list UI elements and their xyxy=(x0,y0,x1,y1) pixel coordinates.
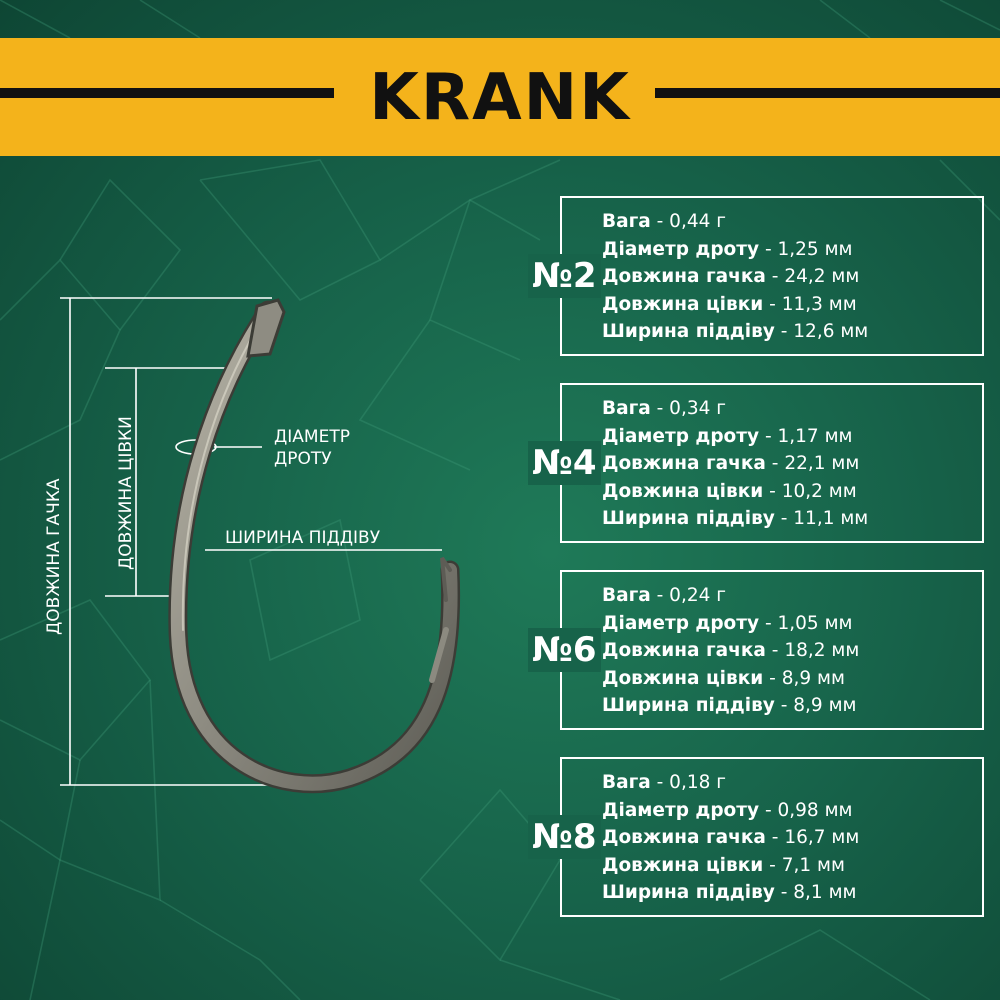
spec-row-hook-length: Довжина гачка - 22,1 мм xyxy=(602,453,860,474)
spec-label: Довжина цівки xyxy=(602,293,764,315)
spec-box-size-2: №2 Вага - 0,44 г Діаметр дроту - 1,25 мм… xyxy=(528,196,984,356)
spec-value: 0,44 г xyxy=(669,211,726,232)
spec-label: Діаметр дроту xyxy=(602,238,760,260)
shank-length-label: ДОВЖИНА ЦІВКИ xyxy=(116,416,136,570)
spec-row-shank-length: Довжина цівки - 7,1 мм xyxy=(602,854,845,876)
spec-value: 8,9 мм xyxy=(793,695,857,716)
banner-line-right xyxy=(655,88,1000,98)
spec-row-hook-length: Довжина гачка - 24,2 мм xyxy=(602,266,860,287)
hook-size-number: №4 xyxy=(528,441,601,485)
spec-label: Ширина піддіву xyxy=(602,882,775,903)
spec-row-gape-width: Ширина піддіву - 11,1 мм xyxy=(602,508,869,529)
spec-row-weight: Вага - 0,24 г xyxy=(602,585,726,606)
spec-value: 11,3 мм xyxy=(781,293,857,315)
spec-value: 1,25 мм xyxy=(777,238,853,260)
banner-line-left xyxy=(0,88,334,98)
spec-box-size-4: №4 Вага - 0,34 г Діаметр дроту - 1,17 мм… xyxy=(528,383,984,543)
spec-label: Довжина цівки xyxy=(602,480,764,502)
spec-box-size-8: №8 Вага - 0,18 г Діаметр дроту - 0,98 мм… xyxy=(528,757,984,917)
hook-size-number: №6 xyxy=(528,628,601,672)
spec-value: 8,1 мм xyxy=(793,882,857,903)
brand-title: KRANK xyxy=(369,61,631,135)
measurement-lines xyxy=(60,297,442,786)
hook-length-label: ДОВЖИНА ГАЧКА xyxy=(44,478,64,635)
wire-diameter-label-line2: ДРОТУ xyxy=(274,449,332,469)
spec-label: Довжина цівки xyxy=(602,667,764,689)
spec-row-wire-diameter: Діаметр дроту - 1,05 мм xyxy=(602,612,853,634)
spec-row-gape-width: Ширина піддіву - 8,1 мм xyxy=(602,882,857,903)
spec-row-gape-width: Ширина піддіву - 12,6 мм xyxy=(602,321,869,342)
spec-label: Вага xyxy=(602,772,651,793)
spec-label: Довжина гачка xyxy=(602,827,766,848)
spec-value: 0,98 мм xyxy=(777,799,853,821)
spec-value: 0,18 г xyxy=(669,772,726,793)
spec-value: 8,9 мм xyxy=(781,667,845,689)
gape-width-label: ШИРИНА ПІДДІВУ xyxy=(225,528,381,548)
spec-rows: Вага - 0,34 г Діаметр дроту - 1,17 мм До… xyxy=(602,395,868,533)
spec-row-hook-length: Довжина гачка - 16,7 мм xyxy=(602,827,860,848)
spec-label: Діаметр дроту xyxy=(602,425,760,447)
spec-label: Вага xyxy=(602,398,651,419)
spec-label: Довжина гачка xyxy=(602,266,766,287)
spec-label: Довжина цівки xyxy=(602,854,764,876)
spec-row-weight: Вага - 0,44 г xyxy=(602,211,726,232)
spec-value: 22,1 мм xyxy=(784,453,860,474)
spec-row-shank-length: Довжина цівки - 11,3 мм xyxy=(602,293,857,315)
spec-row-wire-diameter: Діаметр дроту - 0,98 мм xyxy=(602,799,853,821)
wire-diameter-label: ДІАМЕТР ДРОТУ xyxy=(274,426,350,470)
spec-row-wire-diameter: Діаметр дроту - 1,17 мм xyxy=(602,425,853,447)
spec-rows: Вага - 0,44 г Діаметр дроту - 1,25 мм До… xyxy=(602,208,868,346)
spec-value: 10,2 мм xyxy=(781,480,857,502)
spec-label: Довжина гачка xyxy=(602,453,766,474)
spec-label: Діаметр дроту xyxy=(602,799,760,821)
fish-hook xyxy=(168,298,461,794)
spec-label: Довжина гачка xyxy=(602,640,766,661)
spec-value: 7,1 мм xyxy=(781,854,845,876)
spec-value: 1,05 мм xyxy=(777,612,853,634)
spec-row-weight: Вага - 0,18 г xyxy=(602,772,726,793)
spec-value: 18,2 мм xyxy=(784,640,860,661)
spec-box-size-6: №6 Вага - 0,24 г Діаметр дроту - 1,05 мм… xyxy=(528,570,984,730)
hook-size-number: №8 xyxy=(528,815,601,859)
spec-row-weight: Вага - 0,34 г xyxy=(602,398,726,419)
spec-row-shank-length: Довжина цівки - 8,9 мм xyxy=(602,667,845,689)
spec-label: Вага xyxy=(602,585,651,606)
spec-value: 12,6 мм xyxy=(793,321,869,342)
spec-value: 24,2 мм xyxy=(784,266,860,287)
spec-value: 0,34 г xyxy=(669,398,726,419)
hook-diagram xyxy=(60,297,461,794)
spec-rows: Вага - 0,24 г Діаметр дроту - 1,05 мм До… xyxy=(602,582,859,720)
spec-value: 1,17 мм xyxy=(777,425,853,447)
wire-diameter-label-line1: ДІАМЕТР xyxy=(274,427,350,447)
spec-label: Ширина піддіву xyxy=(602,508,775,529)
spec-value: 16,7 мм xyxy=(784,827,860,848)
spec-row-hook-length: Довжина гачка - 18,2 мм xyxy=(602,640,860,661)
spec-value: 0,24 г xyxy=(669,585,726,606)
hook-size-number: №2 xyxy=(528,254,601,298)
spec-label: Діаметр дроту xyxy=(602,612,760,634)
spec-row-gape-width: Ширина піддіву - 8,9 мм xyxy=(602,695,857,716)
spec-label: Ширина піддіву xyxy=(602,695,775,716)
spec-label: Ширина піддіву xyxy=(602,321,775,342)
spec-row-wire-diameter: Діаметр дроту - 1,25 мм xyxy=(602,238,853,260)
spec-label: Вага xyxy=(602,211,651,232)
spec-rows: Вага - 0,18 г Діаметр дроту - 0,98 мм До… xyxy=(602,769,859,907)
spec-value: 11,1 мм xyxy=(793,508,869,529)
spec-row-shank-length: Довжина цівки - 10,2 мм xyxy=(602,480,857,502)
